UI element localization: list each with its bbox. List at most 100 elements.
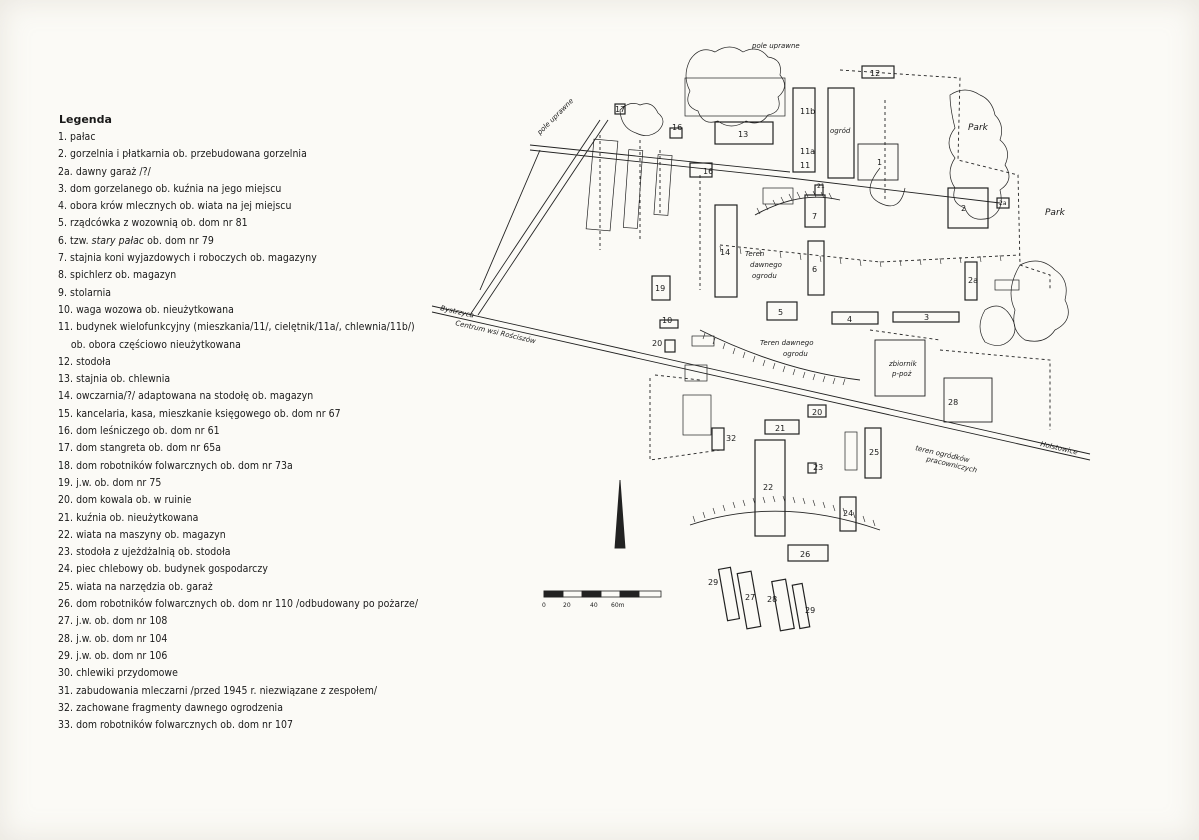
label-19: 20 (652, 339, 662, 348)
label-5: 4 (847, 315, 852, 324)
building-2 (947, 187, 989, 229)
legend-item: 31. zabudowania mleczarni /przed 1945 r.… (58, 685, 378, 697)
label-2a: 2a (999, 200, 1007, 207)
label-15: 16 (703, 167, 713, 176)
label-8: 7 (812, 212, 817, 221)
label-30b: 29 (805, 606, 815, 615)
building-27 (787, 544, 829, 562)
label-11a: 11a (800, 147, 815, 156)
legend-item: 22. wiata na maszyny ob. magazyn (58, 529, 226, 541)
building-6 (766, 301, 798, 321)
label-20: 21 (817, 183, 825, 190)
building-22 (764, 419, 800, 435)
legend-item: 27. j.w. ob. dom nr 108 (58, 616, 168, 628)
label-18: 19 (655, 284, 665, 293)
building-3 (964, 261, 978, 301)
building-12 (861, 65, 895, 79)
label-14: 14 (720, 248, 730, 257)
scale-tick-0: 0 (542, 602, 546, 609)
legend-item: 25. wiata na narzędzia ob. garaż (58, 581, 213, 593)
building-11-annex (827, 87, 855, 179)
upper-road (529, 144, 1001, 204)
building-29 (771, 578, 795, 632)
legend-item: 16. dom leśniczego ob. dom nr 61 (58, 426, 220, 438)
building-4 (892, 311, 960, 323)
building-2a (996, 197, 1010, 209)
legend-item: 6. tzw. stary pałac ob. dom nr 79 (58, 235, 214, 247)
building-19 (664, 339, 676, 353)
label-4: 3 (924, 313, 929, 322)
building-25 (839, 496, 857, 532)
label-23: 22 (763, 483, 773, 492)
legend-item: 4. obora krów mlecznych ob. wiata na jej… (58, 201, 292, 213)
legend-item: 24. piec chlebowy ob. budynek gospodarcz… (58, 564, 268, 576)
label-28: 27 (745, 593, 755, 602)
legend-item: 23. stodoła z ujeżdżalnią ob. stodoła (58, 547, 231, 559)
scale-tick-20: 20 (563, 602, 571, 609)
scale-labels: 0 20 40 60m (542, 602, 625, 609)
label-11b: 11b (800, 107, 815, 116)
label-teren-2: dawnego (750, 261, 782, 269)
legend-item: 32. zachowane fragmenty dawnego ogrodzen… (58, 702, 284, 714)
building-31 (943, 377, 993, 423)
north-arrow (614, 479, 626, 549)
legend-item: 2a. dawny garaż /?/ (58, 166, 151, 178)
building-number-labels: 12 13 1 2 2a 14 7 6 5 4 3 2a 19 16 11b 1… (615, 69, 1007, 615)
legend-item: 13. stajnia ob. chlewnia (58, 374, 171, 386)
building-7 (807, 240, 825, 296)
map-text-labels: pole uprawne pole uprawne Park Park ogró… (440, 42, 1079, 475)
legend-item: 3. dom gorzelanego ob. kuźnia na jego mi… (58, 183, 282, 195)
legend-item: 14. owczarnia/?/ adaptowana na stodołę o… (58, 391, 314, 403)
label-29: 28 (767, 595, 777, 604)
building-14 (714, 204, 738, 298)
scale-tick-40: 40 (590, 602, 598, 609)
label-park-2: Park (1045, 208, 1066, 218)
label-pole-uprawne-top: pole uprawne (751, 42, 800, 50)
main-road (431, 305, 1091, 461)
building-13 (714, 121, 774, 145)
tree-outlines (619, 46, 1069, 346)
legend-item: ob. obora częściowo nieużytkowana (70, 339, 241, 351)
legend-item: 18. dom robotników folwarcznych ob. dom … (58, 460, 293, 472)
label-17: 17 (615, 105, 625, 114)
legend-item: 30. chlewiki przydomowe (58, 668, 178, 680)
label-10: 10 (662, 316, 672, 325)
building-outline-top (684, 77, 786, 117)
label-30a: 29 (708, 578, 718, 587)
legend-item: 1. pałac (58, 132, 96, 143)
building-15 (689, 162, 713, 178)
building-26 (864, 427, 882, 479)
label-3: 2a (968, 276, 978, 285)
label-teren-b2: ogrodu (783, 350, 808, 358)
label-pole-uprawne-left: pole uprawne (535, 97, 575, 137)
building-17 (614, 103, 626, 115)
label-teren-3: ogrodu (752, 272, 777, 280)
label-25: 24 (843, 509, 853, 518)
legend-item: 11. budynek wielofunkcyjny (mieszkania/1… (58, 322, 415, 334)
legend-item: 21. kuźnia ob. nieużytkowana (58, 512, 199, 524)
water-reservoir (874, 339, 926, 397)
building-30b (791, 582, 811, 630)
label-zbiornik-2: p-poż (891, 370, 912, 378)
building-28 (736, 570, 762, 630)
buildings (614, 65, 1010, 632)
building-24 (807, 462, 817, 474)
legend-item: 28. j.w. ob. dom nr 104 (58, 633, 168, 645)
building-18 (651, 275, 671, 301)
label-1: 1 (877, 158, 882, 167)
label-27: 26 (800, 550, 810, 559)
label-2: 2 (961, 204, 966, 213)
label-holstowice: Holstowice (1040, 440, 1079, 456)
scale-bar (543, 590, 662, 598)
legend-item: 17. dom stangreta ob. dom nr 65a (58, 443, 222, 455)
label-12: 12 (870, 69, 880, 78)
label-22: 21 (775, 424, 785, 433)
legend-title: Legenda (59, 113, 112, 126)
legend-item: 20. dom kowala ob. w ruinie (58, 495, 192, 507)
building-30a (717, 566, 741, 622)
left-road (469, 119, 609, 316)
building-16 (669, 127, 683, 139)
